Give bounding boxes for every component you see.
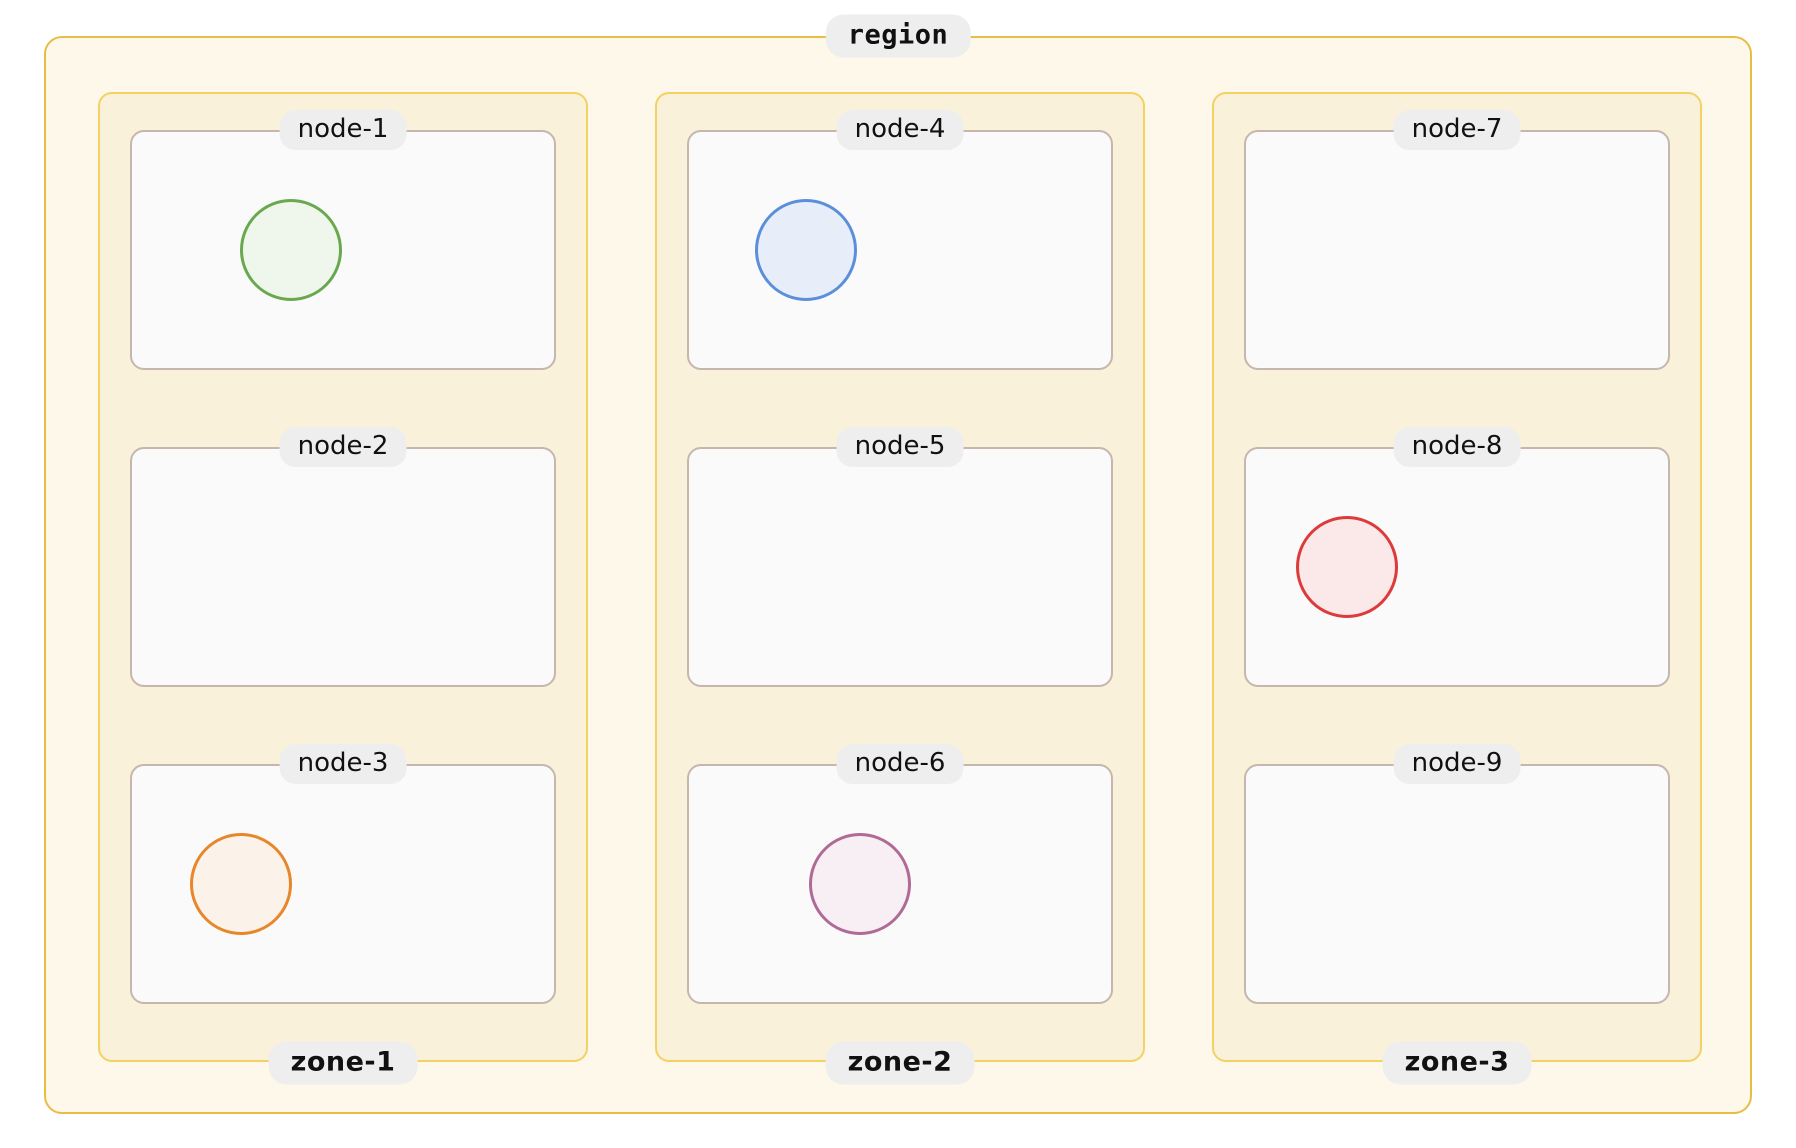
region-label: region [825,14,971,57]
node-box-7[interactable]: node-7 [1244,109,1670,370]
blue-circle [755,199,857,301]
zone-container-2[interactable]: node-4 node-5 node-6 zone-2 [655,92,1145,1084]
node-box-9[interactable]: node-9 [1244,743,1670,1004]
node-label-3: node-3 [279,743,407,784]
node-label-6: node-6 [836,743,964,784]
node-content-8 [1246,449,1668,685]
zone-container-3[interactable]: node-7 node-8 node-9 zone-3 [1212,92,1702,1084]
node-content-1 [132,132,554,368]
zones-row: node-1 node-2 node-3 zone-1 [98,92,1702,1084]
node-content-9 [1246,766,1668,1002]
node-content-6 [689,766,1111,1002]
node-content-4 [689,132,1111,368]
zone-label-1: zone-1 [268,1041,418,1084]
node-content-2 [132,449,554,685]
node-box-3[interactable]: node-3 [130,743,556,1004]
node-label-2: node-2 [279,426,407,467]
node-box-2[interactable]: node-2 [130,426,556,687]
region-container[interactable]: region node-1 node-2 node-3 [44,14,1752,1114]
node-content-7 [1246,132,1668,368]
node-label-1: node-1 [279,109,407,150]
node-content-5 [689,449,1111,685]
node-label-4: node-4 [836,109,964,150]
node-box-8[interactable]: node-8 [1244,426,1670,687]
zone-container-1[interactable]: node-1 node-2 node-3 zone-1 [98,92,588,1084]
zone-label-3: zone-3 [1382,1041,1532,1084]
orange-circle [190,833,292,935]
node-content-3 [132,766,554,1002]
node-label-5: node-5 [836,426,964,467]
purple-circle [809,833,911,935]
node-label-9: node-9 [1393,743,1521,784]
node-label-8: node-8 [1393,426,1521,467]
node-box-1[interactable]: node-1 [130,109,556,370]
green-circle [240,199,342,301]
node-label-7: node-7 [1393,109,1521,150]
node-box-6[interactable]: node-6 [687,743,1113,1004]
red-circle [1296,516,1398,618]
zone-label-2: zone-2 [825,1041,975,1084]
node-box-4[interactable]: node-4 [687,109,1113,370]
node-box-5[interactable]: node-5 [687,426,1113,687]
